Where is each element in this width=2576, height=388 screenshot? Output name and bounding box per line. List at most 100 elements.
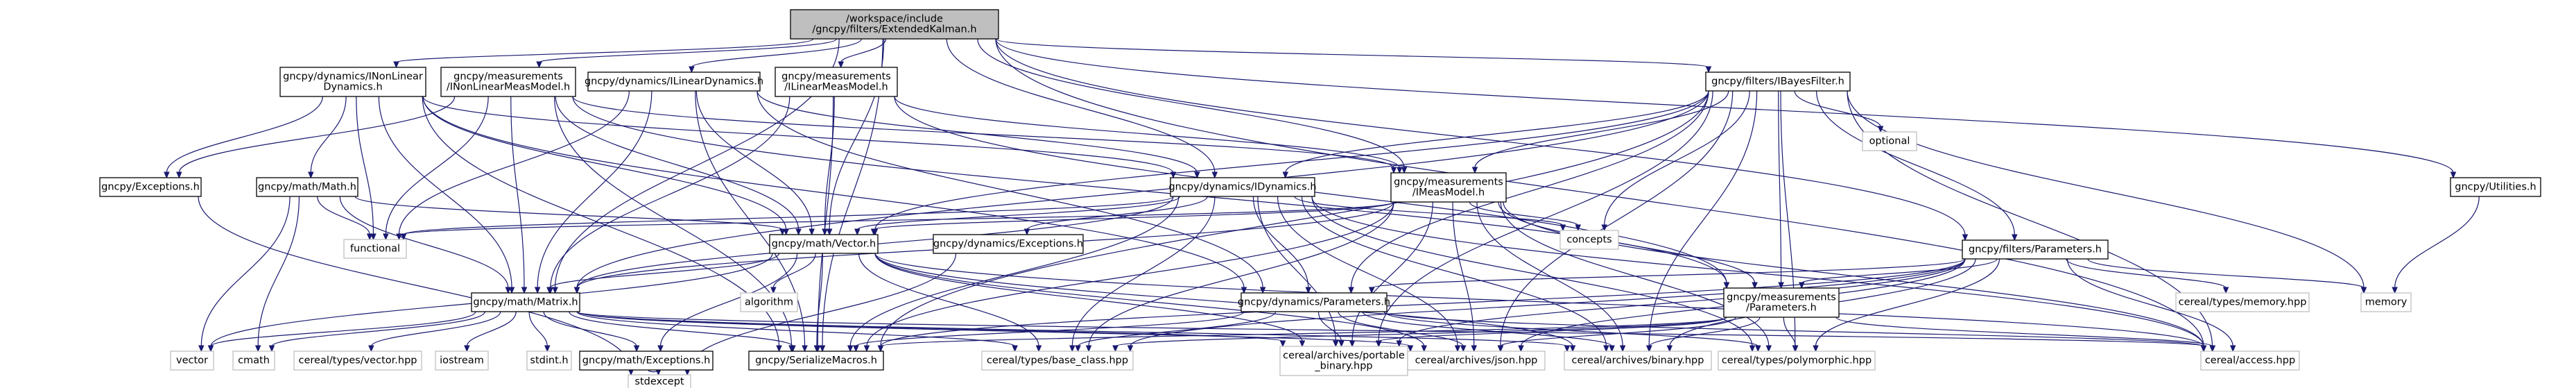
node-workspace-include-gncpy-filters-extendedkalman-h[interactable]: /workspace/include/gncpy/filters/Extende… xyxy=(790,9,999,40)
node-gncpy-utilities-h[interactable]: gncpy/Utilities.h xyxy=(2450,177,2541,197)
edge-arrowhead xyxy=(1471,345,1478,353)
edge-line xyxy=(817,96,834,347)
edge-line xyxy=(1362,311,1613,347)
edge-line xyxy=(1383,311,2204,347)
edge-line xyxy=(510,96,525,289)
edge-line xyxy=(198,196,632,371)
edge-fparams-to-cerealmemory xyxy=(2066,258,2229,294)
edge-line xyxy=(1317,311,1342,342)
edge-line xyxy=(317,196,370,235)
node-gncpy-dynamics-parameters-h[interactable]: gncpy/dynamics/Parameters.h xyxy=(1238,292,1390,312)
node-gncpy-dynamics-exceptions-h-box xyxy=(933,234,1084,254)
edge-line xyxy=(1847,90,2365,289)
edge-measparams-to-portable xyxy=(1376,317,1727,348)
node-cereal-types-polymorphic-hpp-box xyxy=(1718,351,1876,371)
edge-arrowhead xyxy=(779,228,786,236)
edge-mathh-to-matrixh xyxy=(339,196,512,294)
node-gncpy-measurements-ilinearmeasmodel-h[interactable]: gncpy/measurements/ILinearMeasModel.h xyxy=(775,67,898,97)
node-gncpy-math-math-h[interactable]: gncpy/math/Math.h xyxy=(256,177,358,197)
edge-root-to-utilities xyxy=(995,38,2457,179)
edge-line xyxy=(257,196,300,347)
edge-imeas-to-measparams xyxy=(1498,201,1758,289)
node-memory: memory xyxy=(2360,292,2412,312)
edge-line xyxy=(1604,90,1750,226)
node-cereal-archives-json-hpp: cereal/archives/json.hpp xyxy=(1407,351,1546,371)
node-gncpy-math-matrix-h[interactable]: gncpy/math/Matrix.h xyxy=(471,292,580,312)
node-gncpy-filters-ibayesfilter-h[interactable]: gncpy/filters/IBayesFilter.h xyxy=(1705,71,1851,92)
edge-line xyxy=(874,253,2204,347)
edge-idynamics-to-portable xyxy=(1257,196,1339,348)
node-stdexcept-box xyxy=(628,374,691,388)
edge-line xyxy=(1071,196,1216,347)
edge-line xyxy=(555,96,799,230)
node-gncpy-measurements-imeasmodel-h[interactable]: gncpy/measurements/IMeasModel.h xyxy=(1390,172,1507,203)
edge-arrowhead xyxy=(1407,345,1414,353)
edge-dynparams-to-binary xyxy=(1362,311,1615,353)
node-gncpy-math-exceptions-h[interactable]: gncpy/math/Exceptions.h xyxy=(579,351,714,371)
edge-arrowhead xyxy=(1792,345,1799,353)
edge-vectorh-to-algorithm xyxy=(770,253,816,294)
edge-imeas-to-binary xyxy=(1476,201,1626,353)
edge-arrowhead xyxy=(802,345,808,353)
node-memory-label-0: memory xyxy=(2365,297,2408,308)
edge-arrowhead xyxy=(1778,282,1784,289)
node-gncpy-math-exceptions-h-label-0: gncpy/math/Exceptions.h xyxy=(582,355,711,366)
node-iostream-box xyxy=(435,351,489,371)
edge-arrowhead xyxy=(393,61,399,69)
edge-fparams-to-memory xyxy=(2087,258,2367,294)
edge-line xyxy=(849,196,1179,347)
node-gncpy-measurements-parameters-h[interactable]: gncpy/measurements/Parameters.h xyxy=(1723,287,1840,318)
edge-arrowhead xyxy=(1397,167,1403,174)
edge-matrixh-to-cmath xyxy=(268,311,485,353)
edge-arrowhead xyxy=(1127,345,1134,353)
node-gncpy-exceptions-h[interactable]: gncpy/Exceptions.h xyxy=(99,177,202,197)
node-gncpy-dynamics-idynamics-h[interactable]: gncpy/dynamics/IDynamics.h xyxy=(1168,177,1317,197)
node-gncpy-math-vector-h[interactable]: gncpy/math/Vector.h xyxy=(769,234,879,254)
edge-arrowhead xyxy=(198,345,205,353)
edge-arrowhead xyxy=(1755,345,1761,353)
edge-bayes-to-portable xyxy=(1375,90,1713,348)
node-gncpy-dynamics-ilineardynamics-h[interactable]: gncpy/dynamics/ILinearDynamics.h xyxy=(585,71,763,92)
edge-bayes-to-imeas xyxy=(1471,90,1729,174)
edge-arrowhead xyxy=(164,171,170,179)
edge-arrowhead xyxy=(308,171,314,179)
edge-line xyxy=(398,90,630,235)
edge-arrowhead xyxy=(809,228,815,236)
edge-line xyxy=(572,96,1727,284)
edge-arrowhead xyxy=(1279,340,1286,348)
edge-line xyxy=(569,311,794,347)
edge-nonlineardyn-to-matrixh xyxy=(378,96,515,294)
node-cereal-archives-json-hpp-box xyxy=(1407,351,1546,371)
edge-line xyxy=(1338,311,1464,347)
edge-idynamics-to-vectorh xyxy=(854,196,1180,236)
edge-line xyxy=(1835,317,2213,347)
node-cereal-types-polymorphic-hpp-label-0: cereal/types/polymorphic.hpp xyxy=(1722,355,1872,366)
node-gncpy-serializemacros-h[interactable]: gncpy/SerializeMacros.h xyxy=(748,351,884,371)
edge-line xyxy=(874,90,1709,230)
edge-line xyxy=(550,96,790,289)
edge-line xyxy=(1399,258,1966,342)
edge-line xyxy=(691,38,862,68)
edge-exceptions-to-stdexcept xyxy=(198,196,634,376)
node-gncpy-dynamics-parameters-h-label-0: gncpy/dynamics/Parameters.h xyxy=(1238,297,1390,308)
node-gncpy-measurements-inonlinearmeasmodel-h[interactable]: gncpy/measurements/INonLinearMeasModel.h xyxy=(440,67,576,97)
node-cereal-types-base-class-hpp: cereal/types/base_class.hpp xyxy=(981,351,1134,371)
edge-line xyxy=(946,38,1216,174)
node-iostream: iostream xyxy=(435,351,489,371)
edge-line xyxy=(1500,201,1770,347)
node-gncpy-dynamics-exceptions-h[interactable]: gncpy/dynamics/Exceptions.h xyxy=(933,234,1084,254)
edge-line xyxy=(880,90,1709,347)
node-optional-label-0: optional xyxy=(1869,136,1910,147)
edge-arrowhead xyxy=(2450,171,2457,179)
edge-root-to-bayes xyxy=(995,38,1712,74)
edge-line xyxy=(538,38,838,63)
node-gncpy-filters-parameters-h[interactable]: gncpy/filters/Parameters.h xyxy=(1962,239,2109,260)
edge-line xyxy=(576,311,2204,347)
edge-vectorh-to-serialize xyxy=(813,253,823,353)
node-cereal-types-vector-hpp-box xyxy=(293,351,422,371)
edge-arrowhead xyxy=(790,345,796,353)
edge-line xyxy=(310,96,347,174)
edge-fparams-to-baseclass xyxy=(1127,258,1966,353)
edge-arrowhead xyxy=(1376,340,1382,348)
